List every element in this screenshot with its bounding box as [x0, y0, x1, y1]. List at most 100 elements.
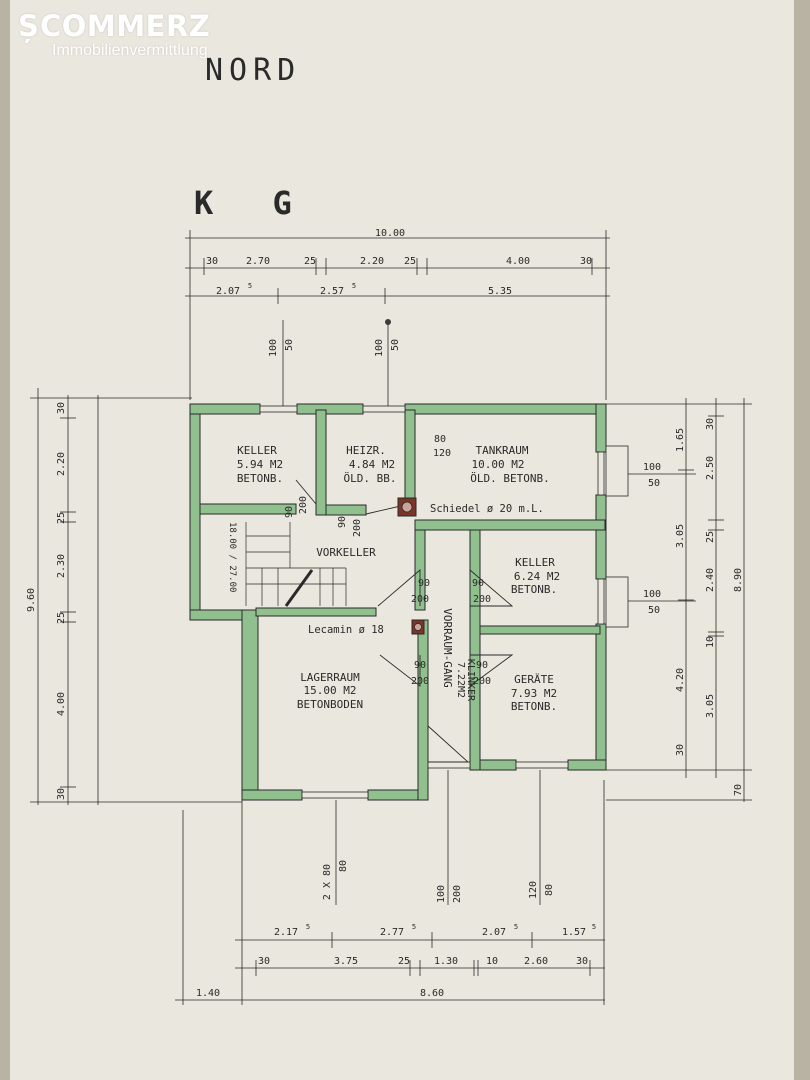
right-dim: 2.40 [705, 568, 716, 592]
note-lecamin: Lecamin ø 18 [308, 624, 384, 636]
right-dim: 3.05 [705, 694, 716, 718]
opening-dim: 200 [411, 676, 429, 687]
top-dim-sup: 5 [352, 282, 356, 290]
room-heizr-floor: ÖLD. BB. [344, 472, 397, 485]
top-dim: 5.35 [488, 286, 512, 297]
sparkasse-s-icon: Ș [18, 9, 40, 43]
opening-dim: 120 [528, 881, 539, 899]
commerz-watermark: ȘCOMMERZ Immobilienvermittlung [18, 10, 210, 60]
windows [259, 405, 629, 799]
opening-dim: 90 [472, 578, 484, 589]
room-vorraum-area: 7.22M2 [455, 662, 466, 698]
note-stairs: 18.00 / 27.00 [227, 522, 237, 592]
right-dim: 10 [705, 636, 716, 648]
room-vorraum-floor: KLINKER [465, 659, 476, 702]
bottom-dim-sup: 5 [306, 923, 310, 931]
north-marker-dot [385, 319, 391, 325]
room-vorkeller-name: VORKELLER [316, 546, 376, 559]
bottom-dim: 30 [258, 956, 270, 967]
right-dimensions: 8.90 1.65 3.05 4.20 30 30 2.50 25 2.40 1… [675, 418, 744, 796]
bottom-dim: 2.07 [482, 927, 506, 938]
room-heizr-area: 4.84 M2 [349, 458, 395, 471]
watermark-brand: COMMERZ [40, 9, 211, 43]
opening-dim: 100 [268, 339, 279, 357]
room-tankraum-name: TANKRAUM [476, 444, 529, 457]
north-label: NORD [205, 53, 301, 88]
top-dim: 30 [206, 256, 218, 267]
left-dim: 30 [56, 402, 67, 414]
room-keller-1-name: KELLER [237, 444, 277, 457]
room-geraete-area: 7.93 M2 [511, 687, 557, 700]
bottom-dim: 25 [398, 956, 410, 967]
opening-dim: 50 [390, 339, 401, 351]
bottom-dim: 2.77 [380, 927, 404, 938]
top-total-dim: 10.00 [375, 228, 405, 239]
room-geraete-floor: BETONB. [511, 700, 557, 713]
room-vorraum-name: VORRAUM-GANG [441, 608, 454, 687]
bottom-dim: 10 [486, 956, 498, 967]
opening-dim: 80 [434, 434, 446, 445]
room-keller-2-floor: BETONB. [511, 583, 557, 596]
opening-dim: 90 [476, 660, 488, 671]
opening-dim: 90 [414, 660, 426, 671]
bottom-dim: 30 [576, 956, 588, 967]
bottom-dim: 3.75 [334, 956, 358, 967]
opening-dim: 200 [298, 496, 309, 514]
note-schiedel: Schiedel ø 20 m.L. [430, 503, 544, 515]
room-tankraum-floor: ÖLD. BETONB. [470, 472, 549, 485]
bottom-dim: 1.57 [562, 927, 586, 938]
opening-dim: 90 [337, 516, 348, 528]
room-lagerraum-name: LAGERRAUM [300, 671, 360, 684]
top-dim: 30 [580, 256, 592, 267]
opening-dim: 90 [284, 506, 295, 518]
bottom-dim-sup: 5 [514, 923, 518, 931]
bottom-dim-sup: 5 [412, 923, 416, 931]
bottom-dim: 2.60 [524, 956, 548, 967]
bottom-dim: 2.17 [274, 927, 298, 938]
bottom-offset-dim: 1.40 [196, 988, 220, 999]
staircase [245, 522, 347, 607]
top-dimensions: 10.00 30 2.70 25 2.20 25 4.00 30 2.07 5 … [206, 228, 592, 297]
room-lagerraum-area: 15.00 M2 [304, 684, 357, 697]
room-keller-1-floor: BETONB. [237, 472, 283, 485]
top-dim: 25 [404, 256, 416, 267]
chimneys [385, 319, 425, 635]
bottom-dimensions: 2.17 5 2.77 5 2.07 5 1.57 5 30 3.75 25 1… [196, 923, 596, 999]
room-lagerraum-floor: BETONBODEN [297, 698, 363, 711]
left-total-dim: 9.60 [26, 588, 37, 612]
top-dim: 2.57 [320, 286, 344, 297]
left-dim: 25 [56, 512, 67, 524]
walls [189, 403, 607, 801]
room-heizr-name: HEIZR. [346, 444, 386, 457]
opening-dim: 50 [284, 339, 295, 351]
top-dim: 2.07 [216, 286, 240, 297]
bottom-dim: 1.30 [434, 956, 458, 967]
opening-dim: 50 [648, 478, 660, 489]
right-total-dim: 8.90 [733, 568, 744, 592]
opening-dim: 200 [473, 594, 491, 605]
bottom-dim-sup: 5 [592, 923, 596, 931]
right-dim: 30 [675, 744, 686, 756]
right-dim: 3.05 [675, 524, 686, 548]
bottom-total-dim: 8.60 [420, 988, 444, 999]
opening-dim: 100 [643, 462, 661, 473]
top-dim: 2.20 [360, 256, 384, 267]
top-dim: 25 [304, 256, 316, 267]
opening-dim: 100 [374, 339, 385, 357]
right-dim: 25 [705, 531, 716, 543]
left-dim: 2.30 [56, 554, 67, 578]
room-geraete-name: GERÄTE [514, 673, 554, 686]
right-dim: 70 [733, 784, 744, 796]
top-dim: 2.70 [246, 256, 270, 267]
left-dim: 4.00 [56, 692, 67, 716]
opening-dim: 200 [473, 676, 491, 687]
opening-dim: 200 [452, 885, 463, 903]
opening-dim: 200 [411, 594, 429, 605]
opening-dim: 100 [643, 589, 661, 600]
floor-label: K G [194, 184, 312, 222]
room-labels: KELLER 5.94 M2 BETONB. HEIZR. 4.84 M2 ÖL… [237, 444, 560, 713]
left-dim: 25 [56, 612, 67, 624]
watermark-subtitle: Immobilienvermittlung [52, 42, 208, 59]
opening-dimensions: 100 50 100 50 100 50 100 50 80 120 90 20… [268, 339, 661, 903]
